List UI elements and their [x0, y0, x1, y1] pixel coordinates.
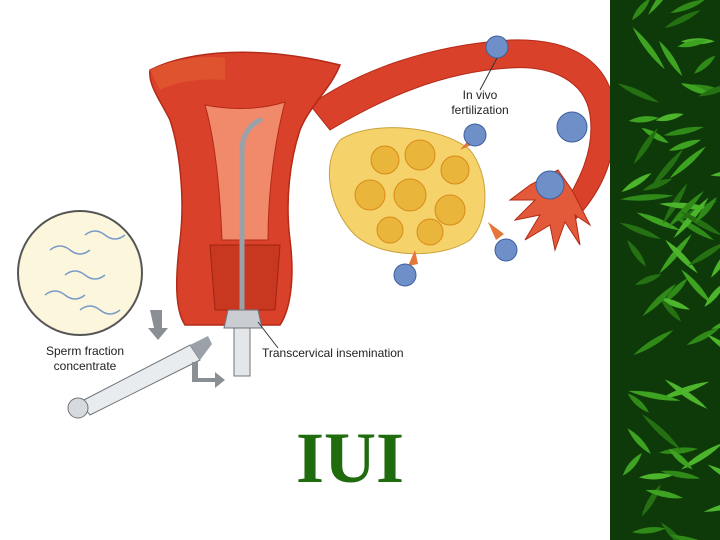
bamboo-leaf	[688, 241, 720, 266]
syringe	[67, 336, 212, 419]
bamboo-leaf	[631, 0, 651, 21]
bamboo-leaf	[627, 393, 650, 413]
sperm-fraction-label: Sperm fraction concentrate	[45, 344, 125, 373]
bamboo-leaf	[619, 222, 662, 240]
bamboo-leaf	[632, 527, 666, 534]
uterine-cavity	[204, 101, 286, 241]
bamboo-leaf	[670, 0, 706, 14]
bamboo-leaf	[663, 126, 704, 136]
bamboo-leaf	[680, 83, 712, 95]
bamboo-leaf	[686, 327, 720, 346]
arrow-to-catheter	[192, 362, 225, 388]
bamboo-leaf	[650, 148, 684, 190]
bamboo-leaf	[638, 473, 673, 480]
catheter	[239, 117, 263, 313]
ovary-follicles	[354, 139, 470, 246]
sperm-cells	[44, 230, 126, 315]
bamboo-leaf	[681, 269, 712, 304]
transcervical-leader	[257, 321, 279, 349]
bamboo-leaf	[655, 113, 684, 122]
bamboo-leaf	[668, 448, 693, 470]
sperm-magnifier	[17, 210, 143, 336]
bamboo-leaf	[633, 330, 674, 356]
bamboo-leaf	[656, 297, 690, 310]
bamboo-leaf	[632, 27, 665, 70]
bamboo-leaf	[628, 390, 681, 401]
catheter-tube	[233, 327, 251, 377]
bamboo-leaf	[642, 283, 676, 317]
bamboo-leaf	[648, 0, 677, 15]
bamboo-leaf	[667, 190, 704, 228]
slide-title: IUI	[295, 418, 405, 498]
bamboo-leaf	[642, 178, 673, 191]
bamboo-leaf	[645, 489, 683, 499]
bamboo-leaf	[707, 464, 720, 487]
bamboo-leaf	[660, 298, 682, 322]
in-vivo-fertilization-label: In vivo fertilization	[451, 88, 509, 117]
cervix	[209, 244, 281, 311]
bamboo-leaf	[641, 127, 669, 144]
bamboo-leaf	[664, 9, 701, 29]
bamboo-leaf	[617, 83, 660, 103]
bamboo-leaf	[669, 146, 706, 179]
bamboo-leaf	[677, 39, 708, 48]
catheter-hub	[223, 309, 263, 329]
fimbriae	[508, 169, 592, 252]
arrow-ovulation-right	[488, 222, 504, 240]
bamboo-leaf	[703, 499, 720, 512]
bamboo-leaf	[621, 172, 652, 193]
bamboo-leaf	[620, 194, 674, 201]
bamboo-leaf	[669, 534, 718, 540]
bamboo-leaf	[680, 211, 720, 236]
bamboo-leaf	[660, 470, 701, 479]
bamboo-leaf	[668, 139, 701, 151]
bamboo-leaf	[642, 413, 681, 451]
bamboo-leaf	[627, 428, 652, 455]
bamboo-leaf	[622, 452, 642, 476]
arrow-to-syringe	[148, 310, 168, 340]
bamboo-leaf	[681, 442, 720, 470]
in-vivo-leader	[479, 57, 498, 91]
transcervical-insemination-label: Transcervical insemination	[262, 346, 404, 360]
bamboo-leaf	[694, 55, 716, 74]
bamboo-leaf	[664, 379, 708, 409]
bamboo-leaf	[628, 116, 659, 123]
bamboo-leaves	[617, 0, 720, 540]
bamboo-leaf-border	[610, 0, 720, 540]
iui-diagram	[17, 35, 616, 419]
bamboo-leaf	[635, 274, 662, 285]
bamboo-leaf	[627, 239, 647, 267]
eggs	[393, 35, 588, 287]
arrow-ovulation-down	[408, 250, 418, 266]
bamboo-leaf	[695, 197, 717, 223]
fallopian-tube-left	[150, 57, 225, 90]
bamboo-leaf	[664, 278, 688, 303]
bamboo-leaf	[658, 447, 699, 455]
bamboo-leaf	[633, 127, 658, 165]
bamboo-leaf	[698, 83, 720, 97]
bamboo-leaf	[658, 202, 711, 210]
bamboo-leaf	[704, 282, 720, 307]
bamboo-leaf	[707, 334, 720, 361]
bamboo-leaf	[710, 246, 720, 278]
bamboo-leaf	[659, 40, 683, 77]
